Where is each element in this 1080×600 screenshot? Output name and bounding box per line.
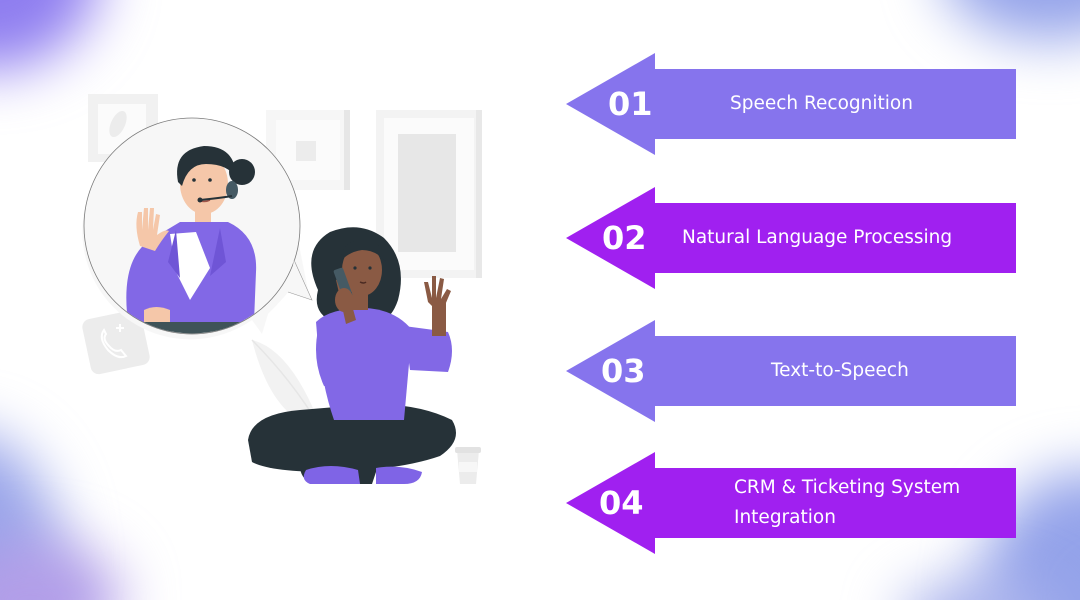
- woman-on-phone: [248, 227, 456, 484]
- decorative-blob-top-right: [940, 0, 1080, 40]
- decorative-blob-top-left: [0, 0, 100, 70]
- step-number: 03: [601, 352, 646, 390]
- step-label-line-1: CRM & Ticketing System: [734, 477, 961, 498]
- left-arrow-shape: [566, 452, 1016, 554]
- step-number: 02: [602, 219, 647, 257]
- left-arrow-shape: [566, 187, 1016, 289]
- picture-frame-tall-icon: [376, 110, 482, 278]
- step-03-arrow: 03 Text-to-Speech: [566, 320, 1016, 422]
- customer-support-illustration: [82, 94, 482, 484]
- step-number: 01: [608, 85, 653, 123]
- coffee-cup-icon: [455, 447, 481, 484]
- step-label-line-2: Integration: [734, 507, 836, 528]
- step-label: Speech Recognition: [730, 93, 913, 114]
- step-02-arrow: 02 Natural Language Processing: [566, 187, 1016, 289]
- step-04-arrow: 04 CRM & Ticketing System Integration: [566, 452, 1016, 554]
- step-number: 04: [599, 484, 644, 522]
- decorative-blob-bottom-left-2: [0, 540, 120, 600]
- step-label: Natural Language Processing: [682, 227, 953, 248]
- step-label: Text-to-Speech: [771, 360, 909, 381]
- decorative-blob-bottom-right-2: [900, 580, 1060, 600]
- agent-speech-bubble: [82, 117, 313, 340]
- left-arrow-shape: [566, 320, 1016, 422]
- step-01-arrow: 01 Speech Recognition: [566, 53, 1016, 155]
- phone-call-icon: [82, 309, 150, 375]
- left-arrow-shape: [566, 53, 1016, 155]
- step-label: CRM & Ticketing System Integration: [734, 452, 960, 554]
